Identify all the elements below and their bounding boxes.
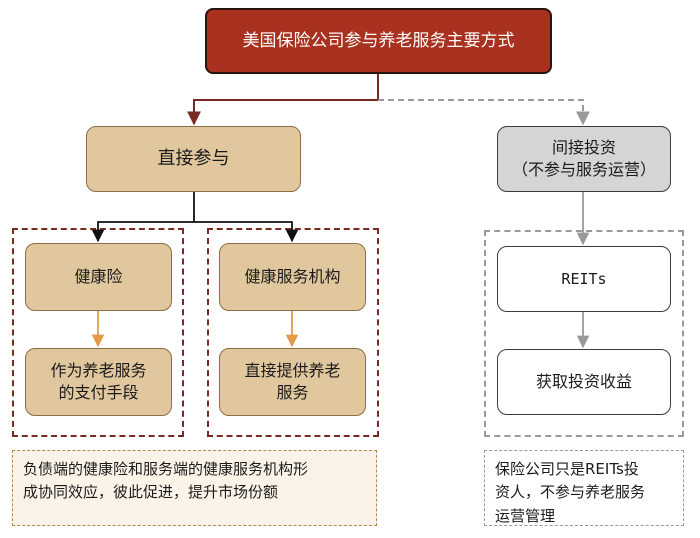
direct-to-institution-arrow — [194, 221, 299, 243]
health-insurance-node: 健康险 — [25, 243, 172, 311]
direct-participation-node: 直接参与 — [86, 126, 301, 192]
direct-provide-node: 直接提供养老 服务 — [219, 348, 366, 416]
root-to-indirect-arrow — [378, 99, 590, 126]
synergy-note: 负债端的健康险和服务端的健康服务机构形 成协同效应，彼此促进，提升市场份额 — [12, 450, 377, 526]
reits-node: REITs — [497, 246, 671, 312]
investment-income-node: 获取投资收益 — [497, 349, 671, 415]
payment-means-node: 作为养老服务 的支付手段 — [25, 348, 172, 416]
indirect-group-frame — [484, 230, 684, 437]
root-to-direct-arrow — [187, 74, 379, 126]
root-node: 美国保险公司参与养老服务主要方式 — [205, 8, 552, 74]
health-institution-node: 健康服务机构 — [219, 243, 366, 311]
reits-investor-note: 保险公司只是REITs投 资人，不参与养老服务 运营管理 — [484, 450, 684, 526]
health-institution-group-frame — [207, 228, 379, 437]
indirect-investment-node: 间接投资 （不参与服务运营） — [497, 126, 671, 192]
direct-to-health-arrow — [91, 192, 195, 243]
